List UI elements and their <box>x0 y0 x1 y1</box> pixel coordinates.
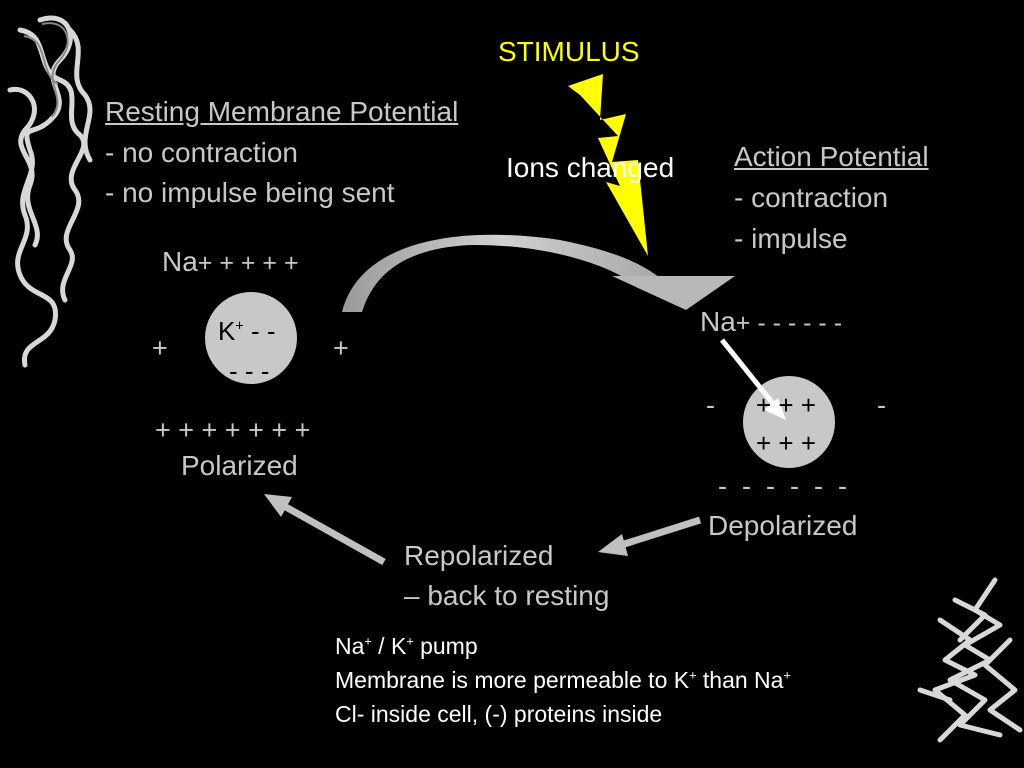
notes-k-sup: + <box>406 634 414 649</box>
notes-permeable: Membrane is more permeable to K <box>335 667 690 693</box>
protein-ribbon-shadow <box>23 22 69 118</box>
action-line-1: - contraction <box>734 182 889 213</box>
arrow-to-polarized <box>264 494 386 566</box>
polarized-na-charges: + + + + + <box>197 249 299 277</box>
polarized-k-row: K+ - - <box>218 318 275 344</box>
polarized-bottom-charges: + + + + + + + <box>155 415 311 445</box>
notes-line-1: Na+ / K+ pump <box>335 635 478 658</box>
notes-than-na: than Na <box>696 667 784 693</box>
lightning-bolt <box>568 74 648 256</box>
depolarized-inner-bottom: + + + <box>756 428 816 458</box>
sodium-influx-arrow <box>720 338 786 420</box>
notes-line-3: Cl- inside cell, (-) proteins inside <box>335 701 663 727</box>
depolarized-na-charges: + - - - - - - <box>735 309 843 337</box>
protein-ribbon-bottom-right <box>917 577 1023 743</box>
polarized-inner-bottom: - - - <box>229 356 270 386</box>
polarized-na-row: Na+ + + + + <box>162 248 299 276</box>
polarized-state: Polarized <box>181 450 298 481</box>
repolarized-line-1: Repolarized <box>404 540 554 571</box>
polarized-cell <box>205 292 297 384</box>
polarized-k-sup: + <box>235 318 244 335</box>
depolarized-na-row: Na+ - - - - - - <box>700 308 842 336</box>
polarized-k-label: K <box>218 316 236 346</box>
curved-arrow-shaft <box>342 234 660 312</box>
action-line-2: - impulse <box>734 223 848 254</box>
depolarized-cell <box>743 376 835 468</box>
depolarized-bottom-charges: - - - - - - <box>718 471 847 501</box>
arrow-to-repolarized <box>598 516 702 556</box>
notes-pump: pump <box>413 633 478 659</box>
notes-na-sup: + <box>364 634 372 649</box>
depolarized-na-label: Na <box>700 306 736 337</box>
ions-changed-label: Ions changed <box>506 152 675 183</box>
notes-na2-sup: + <box>783 668 791 683</box>
depolarized-right-charge: - <box>877 390 886 420</box>
notes-na: Na <box>335 633 365 659</box>
polarized-na-label: Na <box>162 246 198 277</box>
notes-k2-sup: + <box>689 668 697 683</box>
stimulus-label: STIMULUS <box>498 36 640 67</box>
repolarized-line-2: – back to resting <box>404 580 610 611</box>
depolarized-state: Depolarized <box>708 510 858 541</box>
polarized-inner-right: - - <box>250 316 276 346</box>
depolarized-inner-top: + + + <box>756 390 816 420</box>
polarized-right-charge: + <box>333 333 349 363</box>
notes-line-2: Membrane is more permeable to K+ than Na… <box>335 669 791 692</box>
resting-line-1: - no contraction <box>105 137 298 168</box>
action-title: Action Potential <box>734 141 929 172</box>
protein-ribbon-top-left <box>7 15 93 368</box>
resting-title: Resting Membrane Potential <box>105 96 459 127</box>
notes-k: / K <box>371 633 407 659</box>
depolarized-left-charge: - <box>706 390 715 420</box>
curved-arrow-head <box>612 276 735 310</box>
resting-line-2: - no impulse being sent <box>105 177 395 208</box>
polarized-left-charge: + <box>152 333 168 363</box>
